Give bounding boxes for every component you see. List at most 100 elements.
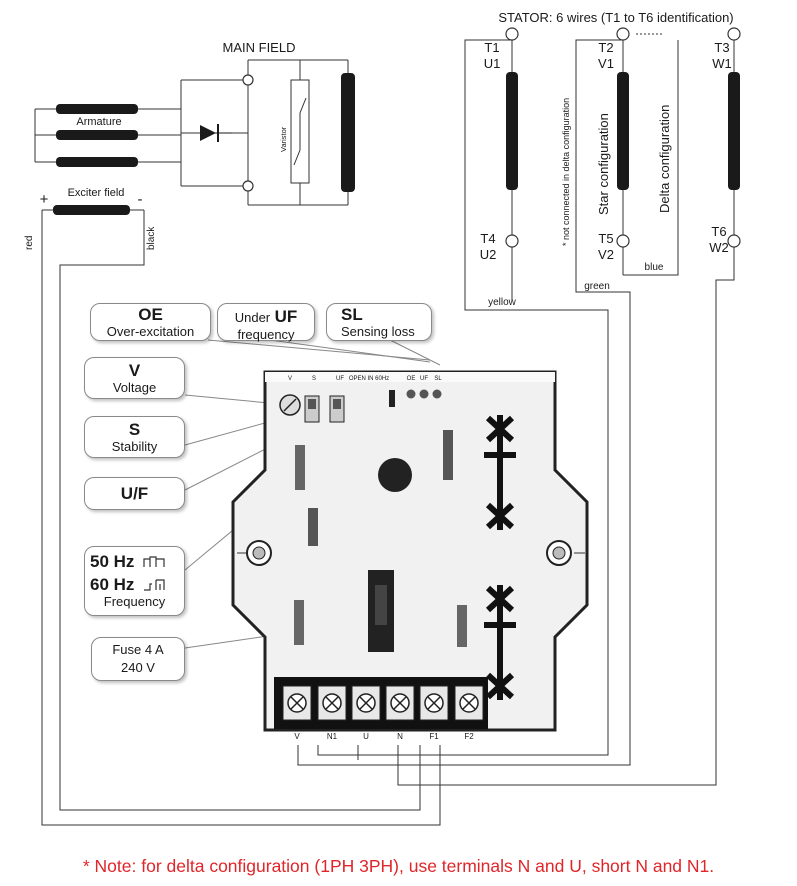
board-label-4: OE <box>407 376 416 382</box>
oe-led <box>406 389 416 399</box>
red-wire-label: red <box>24 236 35 250</box>
callout-uf-pot: U/F <box>84 477 185 510</box>
stator-t4-terminal <box>505 234 519 248</box>
not-connected-note: * not connected in delta configuration <box>561 98 571 246</box>
callout-oe-title: OE <box>138 305 163 324</box>
terminal-label-n1: N1 <box>327 732 338 741</box>
stator-t5-terminal <box>616 234 630 248</box>
label-t5: T5 <box>598 231 613 246</box>
sl-led <box>432 389 442 399</box>
label-w1: W1 <box>712 56 732 71</box>
main-field-coil <box>341 73 355 192</box>
board-label-5: UF <box>420 376 428 382</box>
callout-voltage-desc: Voltage <box>112 380 157 395</box>
stator-title: STATOR: 6 wires (T1 to T6 identification… <box>498 10 733 25</box>
callout-frequency: 50 Hz 60 Hz Frequency <box>84 546 185 616</box>
stator-coil-v <box>617 72 629 190</box>
callout-uf-title: UF <box>274 307 298 326</box>
board-label-0: V <box>288 376 292 382</box>
callout-fuse: Fuse 4 A 240 V <box>91 637 185 681</box>
label-t6: T6 <box>711 224 726 239</box>
main-field-label: MAIN FIELD <box>223 40 296 55</box>
yellow-wire-label: yellow <box>488 297 517 308</box>
blue-wire-label: blue <box>645 262 664 273</box>
uf-led <box>419 389 429 399</box>
terminal-label-f2: F2 <box>464 732 474 741</box>
label-u2: U2 <box>480 247 497 262</box>
stator-t2-terminal <box>616 27 630 41</box>
jumper-50hz-icon <box>143 555 166 567</box>
callout-60hz: 60 Hz <box>90 575 135 594</box>
callout-sl: SL Sensing loss <box>326 303 432 341</box>
label-u1: U1 <box>484 56 501 71</box>
label-t2: T2 <box>598 40 613 55</box>
callout-fuse-voltage: 240 V <box>121 660 155 675</box>
terminal-label-u: U <box>363 732 369 741</box>
stator-t3-terminal <box>727 27 741 41</box>
armature-label: Armature <box>76 116 121 128</box>
green-wire <box>297 39 631 766</box>
frequency-jumper[interactable] <box>389 390 395 407</box>
diode-icon <box>200 124 232 142</box>
callout-stability-title: S <box>128 420 141 439</box>
blue-wire <box>397 246 735 786</box>
callout-voltage-title: V <box>128 361 141 380</box>
callout-fuse-rating: Fuse 4 A <box>112 642 164 657</box>
callout-voltage: V Voltage <box>84 357 185 399</box>
exciter-field-coil <box>53 205 130 215</box>
exciter-minus: - <box>138 191 143 208</box>
callout-sl-title: SL <box>341 305 363 324</box>
callout-uf: Under UF frequency <box>217 303 315 342</box>
jumper-60hz-icon <box>144 578 166 591</box>
capacitor <box>378 458 412 492</box>
green-wire-label: green <box>584 281 610 292</box>
delta-configuration-note: * Note: for delta configuration (1PH 3PH… <box>82 856 715 876</box>
varistor <box>290 79 310 184</box>
board-label-1: S <box>312 376 316 382</box>
label-t1: T1 <box>484 40 499 55</box>
label-t3: T3 <box>714 40 729 55</box>
callout-uf-under: Under <box>234 310 271 325</box>
label-v2: V2 <box>598 247 614 262</box>
armature-coil-1 <box>56 104 138 114</box>
bridge-rectifier-bottom <box>484 585 516 700</box>
black-wire-label: black <box>146 226 157 250</box>
main-field-terminal-top <box>242 74 254 86</box>
star-configuration-label: Star configuration <box>596 113 611 215</box>
label-v1: V1 <box>598 56 614 71</box>
bridge-rectifier-top <box>484 415 516 530</box>
terminal-label-f1: F1 <box>429 732 439 741</box>
stator-t6-terminal <box>727 234 741 248</box>
callout-frequency-desc: Frequency <box>103 594 166 609</box>
label-w2: W2 <box>709 240 729 255</box>
callout-oe: OE Over-excitation <box>90 303 211 341</box>
delta-configuration-label: Delta configuration <box>657 105 672 213</box>
stator-t1-terminal <box>505 27 519 41</box>
board-label-3: OPEN IN 60Hz <box>349 376 389 382</box>
terminal-label-n: N <box>397 732 403 741</box>
varistor-label: Varistor <box>279 126 288 152</box>
callout-oe-desc: Over-excitation <box>106 324 195 339</box>
callout-uf-desc: frequency <box>237 327 295 342</box>
callout-uf-pot-title: U/F <box>120 484 149 503</box>
stator-coil-u <box>506 72 518 190</box>
black-wire <box>59 210 421 811</box>
yellow-wire <box>317 39 609 756</box>
board-label-6: SL <box>434 376 442 382</box>
exciter-plus: + <box>40 191 49 208</box>
armature-coil-3 <box>56 157 138 167</box>
stator-coil-w <box>728 72 740 190</box>
exciter-field-label: Exciter field <box>68 187 125 199</box>
terminal-label-v: V <box>294 732 300 741</box>
callout-stability: S Stability <box>84 416 185 458</box>
armature-coil-2 <box>56 130 138 140</box>
callout-sl-desc: Sensing loss <box>341 324 415 339</box>
board-label-2: UF <box>336 376 344 382</box>
label-t4: T4 <box>480 231 495 246</box>
callout-50hz: 50 Hz <box>90 552 135 571</box>
avr-board <box>231 370 589 732</box>
main-field-terminal-bottom <box>242 180 254 192</box>
callout-stability-desc: Stability <box>111 439 158 454</box>
